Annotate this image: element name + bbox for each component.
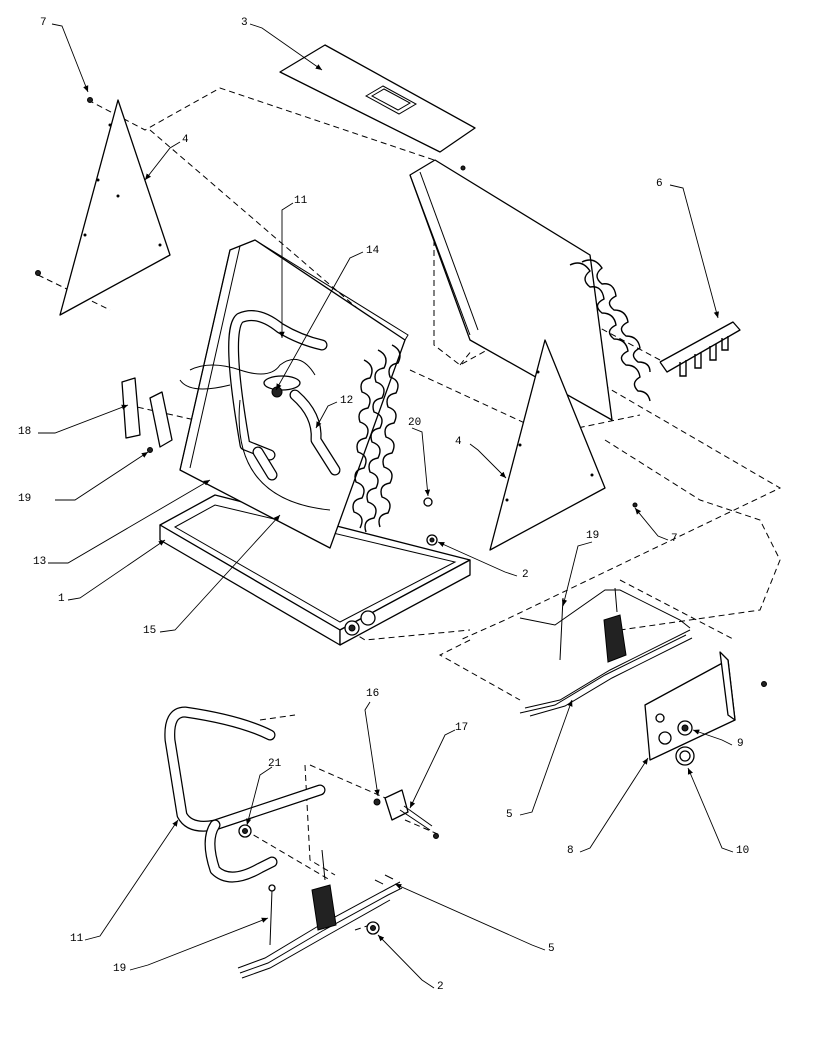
callout-11: 11	[70, 933, 84, 945]
callout-7: 7	[671, 533, 678, 545]
callout-1: 1	[58, 593, 65, 605]
lower-tube-assembly	[164, 706, 326, 883]
callout-2: 2	[522, 569, 529, 581]
screw-icon	[35, 97, 767, 687]
right-side-panel	[489, 339, 606, 551]
service-plate	[644, 651, 736, 766]
line-set-lower	[237, 849, 403, 979]
callout-4: 4	[455, 436, 462, 448]
callout-19: 19	[18, 493, 32, 505]
left-side-panel	[59, 99, 171, 316]
callout-15: 15	[143, 625, 157, 637]
front-coil-slab	[179, 239, 433, 549]
callout-11: 11	[294, 195, 308, 207]
callout-10: 10	[736, 845, 750, 857]
callout-9: 9	[737, 738, 744, 750]
line-set-upper	[519, 587, 693, 717]
fitting-upper	[426, 534, 438, 546]
callout-4: 4	[182, 134, 189, 146]
service-valve	[373, 789, 439, 839]
callout-13: 13	[33, 556, 47, 568]
leader-lines	[38, 23, 734, 989]
callout-5: 5	[506, 809, 513, 821]
callout-3: 3	[241, 17, 248, 29]
callout-14: 14	[366, 245, 380, 257]
callout-20: 20	[408, 417, 422, 429]
callout-12: 12	[340, 395, 354, 407]
callout-17: 17	[455, 722, 469, 734]
callout-21: 21	[268, 758, 282, 770]
callout-5: 5	[548, 943, 555, 955]
manifold	[659, 321, 741, 377]
callout-8: 8	[567, 845, 574, 857]
rear-coil-slab	[409, 159, 651, 421]
top-plate	[279, 44, 476, 153]
callout-19: 19	[586, 530, 600, 542]
callout-2: 2	[437, 981, 444, 993]
callout-18: 18	[18, 426, 32, 438]
callout-7: 7	[40, 17, 47, 29]
callout-6: 6	[656, 178, 663, 190]
callout-16: 16	[366, 688, 380, 700]
callout-19: 19	[113, 963, 127, 975]
drain-pan	[159, 494, 471, 646]
mounting-clip	[121, 377, 173, 453]
